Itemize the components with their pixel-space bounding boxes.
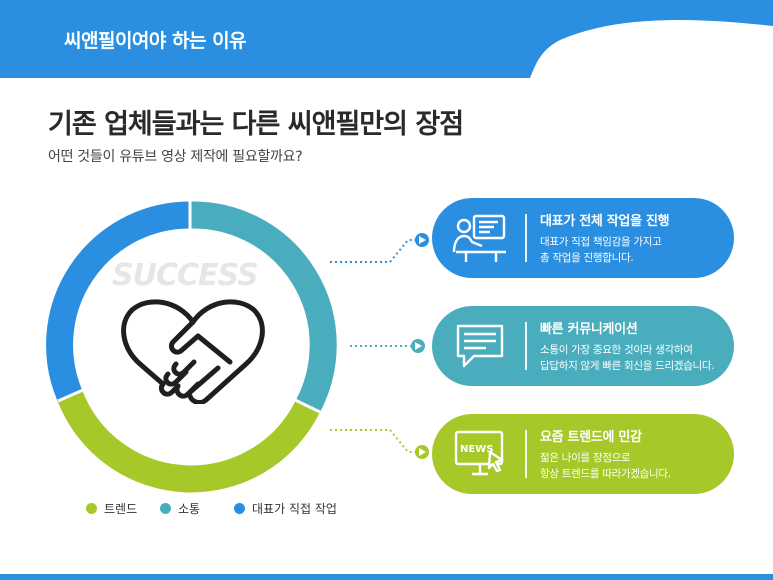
ring-segment-trend (57, 390, 321, 493)
feature-title: 빠른 커뮤니케이션 (540, 322, 638, 337)
legend-item-trend: 트렌드 (86, 500, 137, 517)
card-divider (525, 214, 527, 262)
success-watermark: SUCCESS (112, 258, 259, 293)
header-title: 씨앤필이여야 하는 이유 (64, 30, 247, 52)
news-monitor-icon: NEWS (454, 430, 504, 476)
ring-segment-communication (189, 201, 337, 413)
feature-card-communication: 빠른 커뮤니케이션 소통이 가장 중요한 것이라 생각하여 답답하지 않게 빠른… (432, 306, 734, 386)
card-divider (525, 322, 527, 370)
feature-description: 젊은 나이를 장점으로 항상 트렌드를 따라가겠습니다. (540, 452, 671, 480)
chat-bubble-icon (456, 324, 504, 368)
feature-description: 대표가 직접 책임감을 가지고 총 작업을 진행합니다. (540, 236, 662, 264)
legend-dot (160, 503, 171, 514)
legend-label: 대표가 직접 작업 (252, 502, 337, 516)
card-divider (525, 430, 527, 478)
feature-description: 소통이 가장 중요한 것이라 생각하여 답답하지 않게 빠른 회신을 드리겠습니… (540, 344, 715, 372)
legend-label: 트렌드 (104, 502, 138, 516)
ring-segment-ceo (46, 201, 191, 402)
legend-dot (234, 503, 245, 514)
legend-item-communication: 소통 (160, 500, 200, 517)
feature-title: 대표가 전체 작업을 진행 (540, 214, 670, 229)
svg-text:NEWS: NEWS (460, 444, 493, 455)
page-subtitle: 어떤 것들이 유튜브 영상 제작에 필요할까요? (48, 149, 303, 165)
legend-item-ceo-work: 대표가 직접 작업 (234, 500, 337, 517)
feature-card-trend: NEWS 요즘 트렌드에 민감 젊은 나이를 장점으로 항상 트렌드를 따라가겠… (432, 414, 734, 494)
footer-bar (0, 574, 773, 580)
handshake-heart-icon (121, 299, 265, 404)
feature-title: 요즘 트렌드에 민감 (540, 430, 642, 445)
legend-label: 소통 (178, 502, 201, 516)
feature-card-ceo-work: 대표가 전체 작업을 진행 대표가 직접 책임감을 가지고 총 작업을 진행합니… (432, 198, 734, 278)
page-title: 기존 업체들과는 다른 씨앤필만의 장점 (48, 109, 464, 140)
header-banner (0, 0, 773, 78)
designer-at-computer-icon (452, 214, 506, 262)
donut-ring (46, 201, 337, 493)
legend-dot (86, 503, 97, 514)
